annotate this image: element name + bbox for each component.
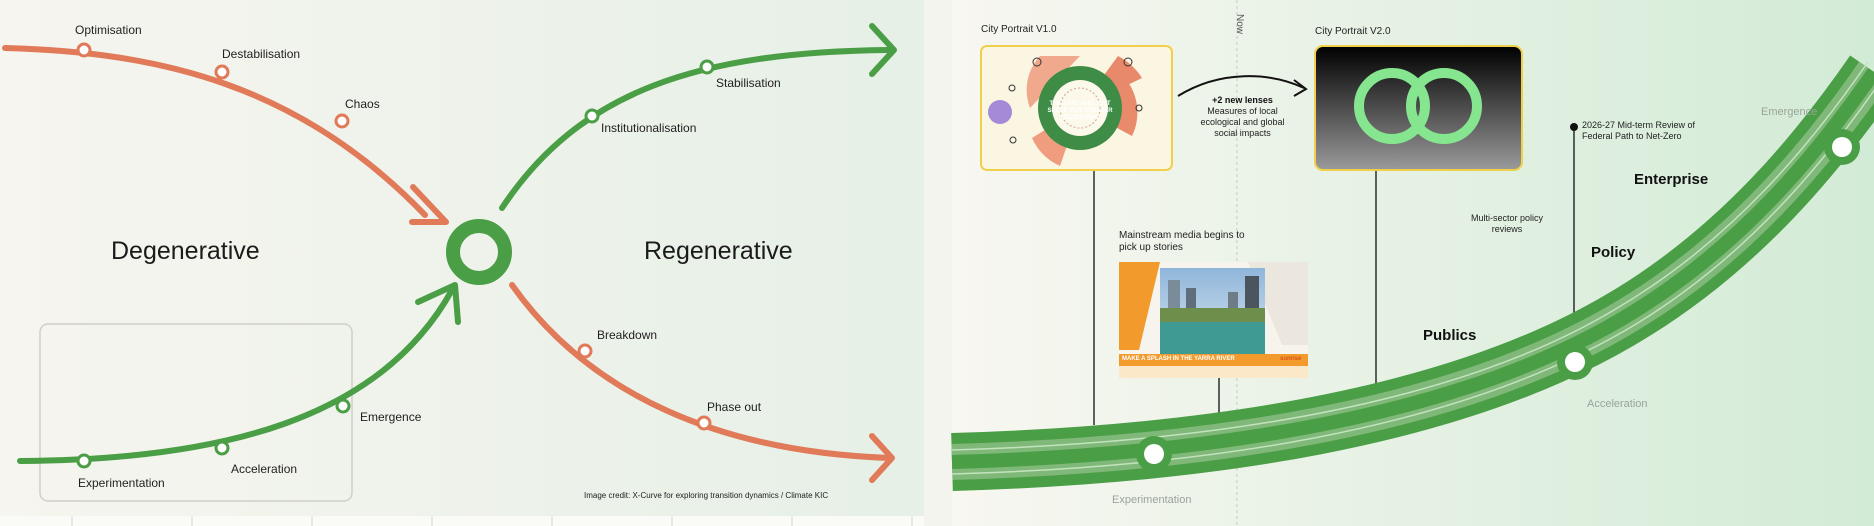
stage-policy: Policy: [1591, 244, 1636, 261]
review-marker: [1570, 123, 1578, 131]
stage-label-chaos: Chaos: [345, 97, 380, 111]
news-headline: MAKE A SPLASH IN THE YARRA RIVER: [1122, 356, 1235, 362]
curve-nodes: [1136, 129, 1860, 472]
grid-ticks: [71, 516, 913, 526]
stage-nodes: [76, 42, 715, 469]
portrait-doughnut: [988, 56, 1143, 166]
stage-enterprise: Enterprise: [1634, 171, 1709, 188]
regenerative-label: Regenerative: [644, 237, 793, 265]
portrait-ring-text: THE SAFE AND JUST SPACE FOR GREATER MELB…: [1047, 101, 1113, 121]
emergence-curve: [17, 287, 455, 464]
city-portrait-v1-label: City Portrait V1.0: [981, 24, 1057, 35]
phase-out-arrowhead: [869, 433, 895, 483]
phase-out-curve: [509, 282, 893, 461]
stage-label-destabilisation: Destabilisation: [222, 47, 301, 61]
news-thumbnail[interactable]: [1119, 262, 1308, 378]
emergence-box: [39, 323, 353, 502]
city-portrait-v2-card[interactable]: [1314, 45, 1523, 171]
lenses-arrow: [1177, 75, 1305, 97]
transition-hub-ring: [446, 219, 512, 285]
multi-sector-label: Multi-sector policy reviews: [1470, 213, 1544, 234]
stage-label-stabilisation: Stabilisation: [716, 76, 781, 90]
emergence-arrowhead: [415, 282, 461, 325]
review-label: 2026-27 Mid-term Review of Federal Path …: [1582, 120, 1696, 141]
stage-label-optimisation: Optimisation: [75, 23, 142, 37]
new-lenses-body: Measures of local ecological and global …: [1200, 106, 1285, 138]
now-label: Now: [1234, 14, 1245, 35]
curve-label-experimentation: Experimentation: [1112, 494, 1192, 506]
interlocking-rings-icon: [1354, 68, 1482, 144]
new-lenses-title: +2 new lenses: [1212, 95, 1273, 105]
curve-label-emergence: Emergence: [1761, 106, 1818, 118]
stage-label-experimentation: Experimentation: [78, 476, 165, 490]
stage-label-institutionalisation: Institutionalisation: [601, 121, 697, 135]
stage-label-acceleration: Acceleration: [231, 462, 298, 476]
media-caption: Mainstream media begins to pick up stori…: [1119, 230, 1245, 253]
stage-label-breakdown: Breakdown: [597, 328, 658, 342]
degenerative-label: Degenerative: [111, 237, 260, 265]
degenerative-arrowhead: [409, 184, 449, 225]
regenerative-arrowhead: [869, 23, 897, 77]
regenerative-curve: [499, 47, 891, 211]
news-logo: sunrise: [1280, 356, 1302, 362]
curve-label-acceleration: Acceleration: [1587, 398, 1648, 410]
degenerative-curve: [2, 45, 428, 218]
stage-label-phase-out: Phase out: [707, 400, 762, 414]
connector-lines: [1093, 128, 1575, 425]
left-panel-bg: [0, 0, 924, 516]
city-portrait-v2-label: City Portrait V2.0: [1315, 26, 1391, 37]
panel-gap: [924, 0, 952, 526]
image-credit: Image credit: X-Curve for exploring tran…: [584, 491, 829, 500]
stage-publics: Publics: [1423, 327, 1477, 344]
stage-label-emergence: Emergence: [360, 410, 422, 424]
lenses-arrowhead: [1293, 79, 1308, 97]
